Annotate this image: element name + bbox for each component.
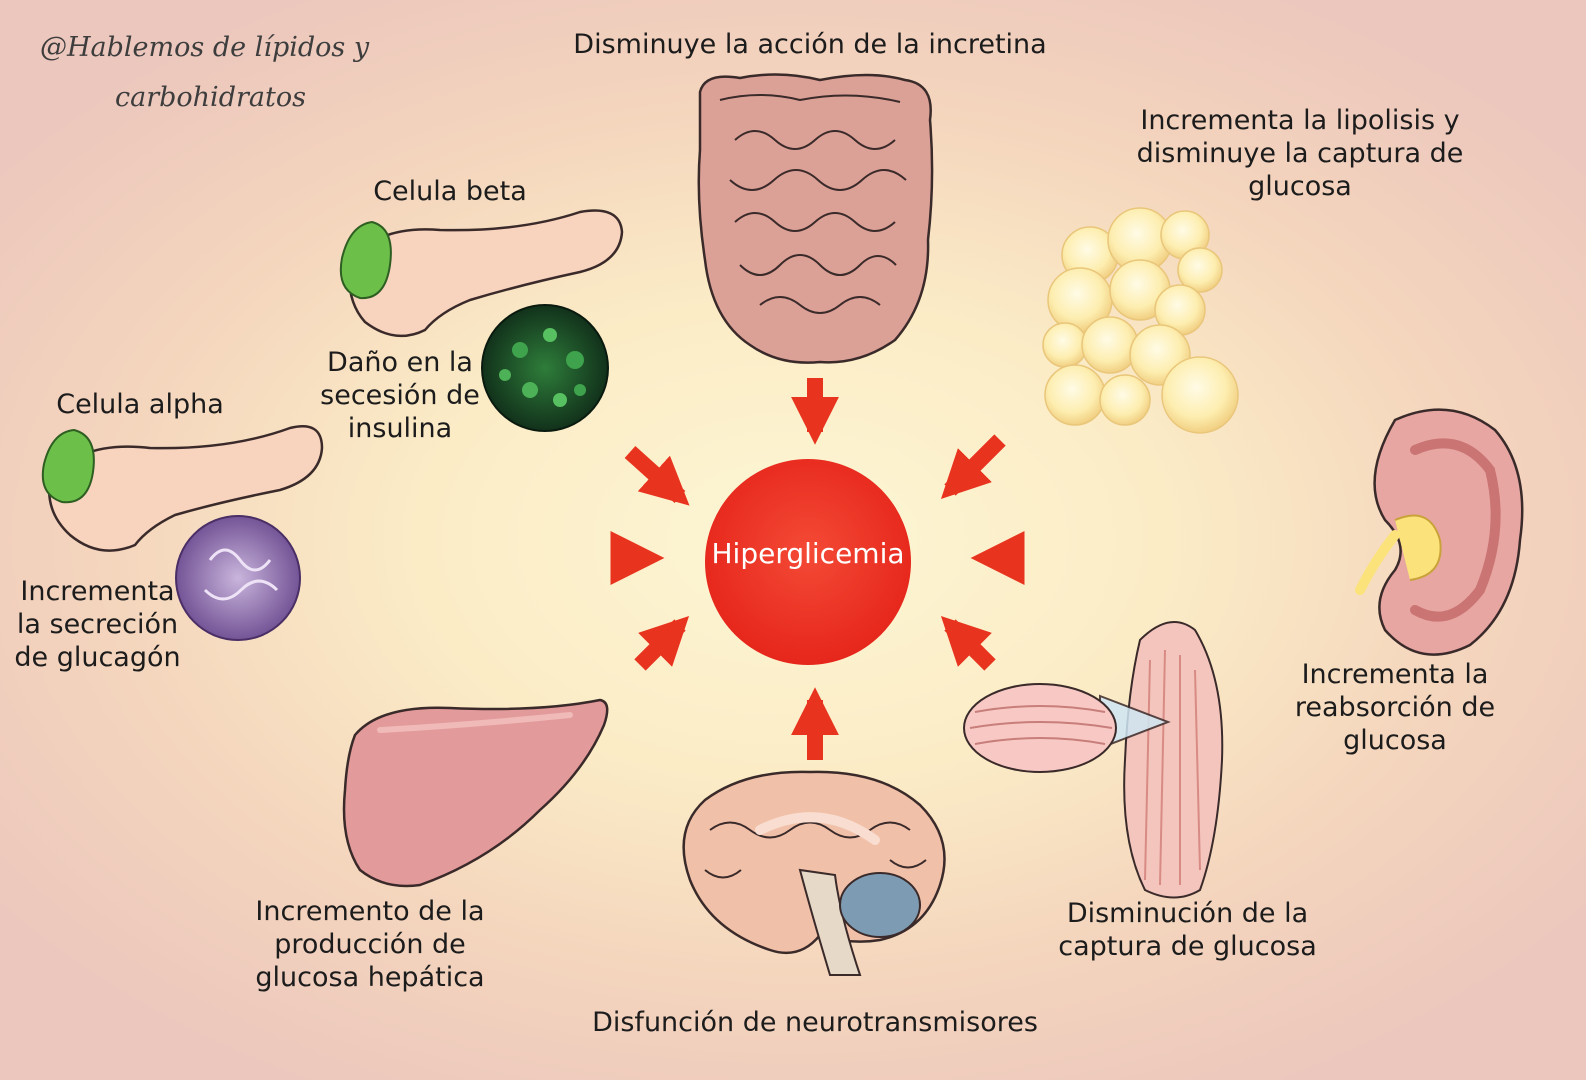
intestine-icon — [697, 73, 934, 364]
credit-line-1: @Hablemos de lípidos y — [40, 32, 370, 63]
label-kidney: Incrementa la reabsorción de glucosa — [1285, 658, 1505, 757]
label-beta-effect-line: Daño en la — [327, 347, 473, 378]
label-muscle-line: Disminución de la — [1066, 898, 1309, 929]
label-alpha-effect-line: Incrementa — [20, 576, 175, 607]
muscle-icon — [963, 621, 1224, 899]
arrows — [350, 378, 1330, 760]
label-adipose-line: disminuye la captura de — [1136, 138, 1464, 169]
label-liver-line: Incremento de la — [255, 896, 485, 927]
label-beta-effect-line: secesión de — [320, 380, 480, 411]
label-alpha-cell: Celula alpha — [56, 389, 224, 420]
label-liver: Incremento de la producción de glucosa h… — [245, 895, 495, 994]
label-adipose-line: glucosa — [1248, 171, 1352, 202]
label-brain: Disfunción de neurotransmisores — [592, 1007, 1038, 1038]
hyperglycemia-circle — [705, 459, 911, 665]
label-muscle: Disminución de la captura de glucosa — [1055, 897, 1320, 963]
label-alpha-effect-line: la secreción — [16, 609, 179, 640]
kidney-icon — [1355, 408, 1524, 656]
label-beta-cell: Celula beta — [373, 176, 527, 207]
label-adipose: Incrementa la lipolisis y disminuye la c… — [1120, 104, 1480, 203]
label-beta-effect-line: insulina — [347, 413, 453, 444]
label-kidney-line: glucosa — [1343, 725, 1447, 756]
label-alpha-effect-line: de glucagón — [14, 642, 181, 673]
beta-islet-icon — [481, 304, 609, 432]
label-beta-effect: Daño en la secesión de insulina — [305, 346, 495, 445]
label-muscle-line: captura de glucosa — [1058, 931, 1317, 962]
pancreas-icon — [339, 209, 624, 338]
label-alpha-effect: Incrementa la secreción de glucagón — [5, 575, 190, 674]
adipose-icon — [1042, 207, 1239, 434]
credit-line-2: carbohidratos — [115, 82, 306, 113]
label-intestine: Disminuye la acción de la incretina — [573, 29, 1047, 60]
center-label: Hiperglicemia — [711, 537, 905, 570]
label-kidney-line: Incrementa la — [1301, 659, 1489, 690]
brain-icon — [682, 770, 946, 976]
pancreas-icon — [41, 425, 324, 552]
liver-icon — [342, 698, 609, 888]
label-kidney-line: reabsorción de — [1294, 692, 1496, 723]
label-adipose-line: Incrementa la lipolisis y — [1140, 105, 1460, 136]
label-liver-line: producción de — [274, 929, 466, 960]
label-liver-line: glucosa hepática — [255, 962, 485, 993]
alpha-islet-icon — [175, 515, 301, 641]
